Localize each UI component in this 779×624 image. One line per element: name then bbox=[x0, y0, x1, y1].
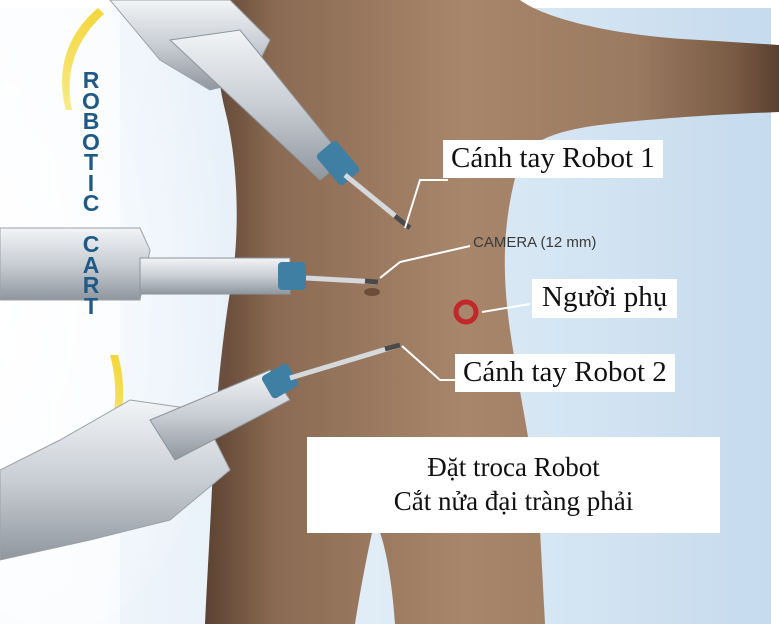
caption-box: Đặt troca Robot Cắt nửa đại tràng phải bbox=[307, 437, 720, 533]
caption-line-1: Đặt troca Robot bbox=[427, 451, 599, 485]
cart-letter: T bbox=[76, 296, 106, 317]
robot-arm-1-label: Cánh tay Robot 1 bbox=[443, 140, 663, 178]
caption-line-2: Cắt nửa đại tràng phải bbox=[394, 485, 634, 519]
camera-label: CAMERA (12 mm) bbox=[473, 234, 596, 251]
robot-arm-2-label: Cánh tay Robot 2 bbox=[455, 354, 675, 392]
assistant-label: Người phụ bbox=[532, 279, 677, 318]
